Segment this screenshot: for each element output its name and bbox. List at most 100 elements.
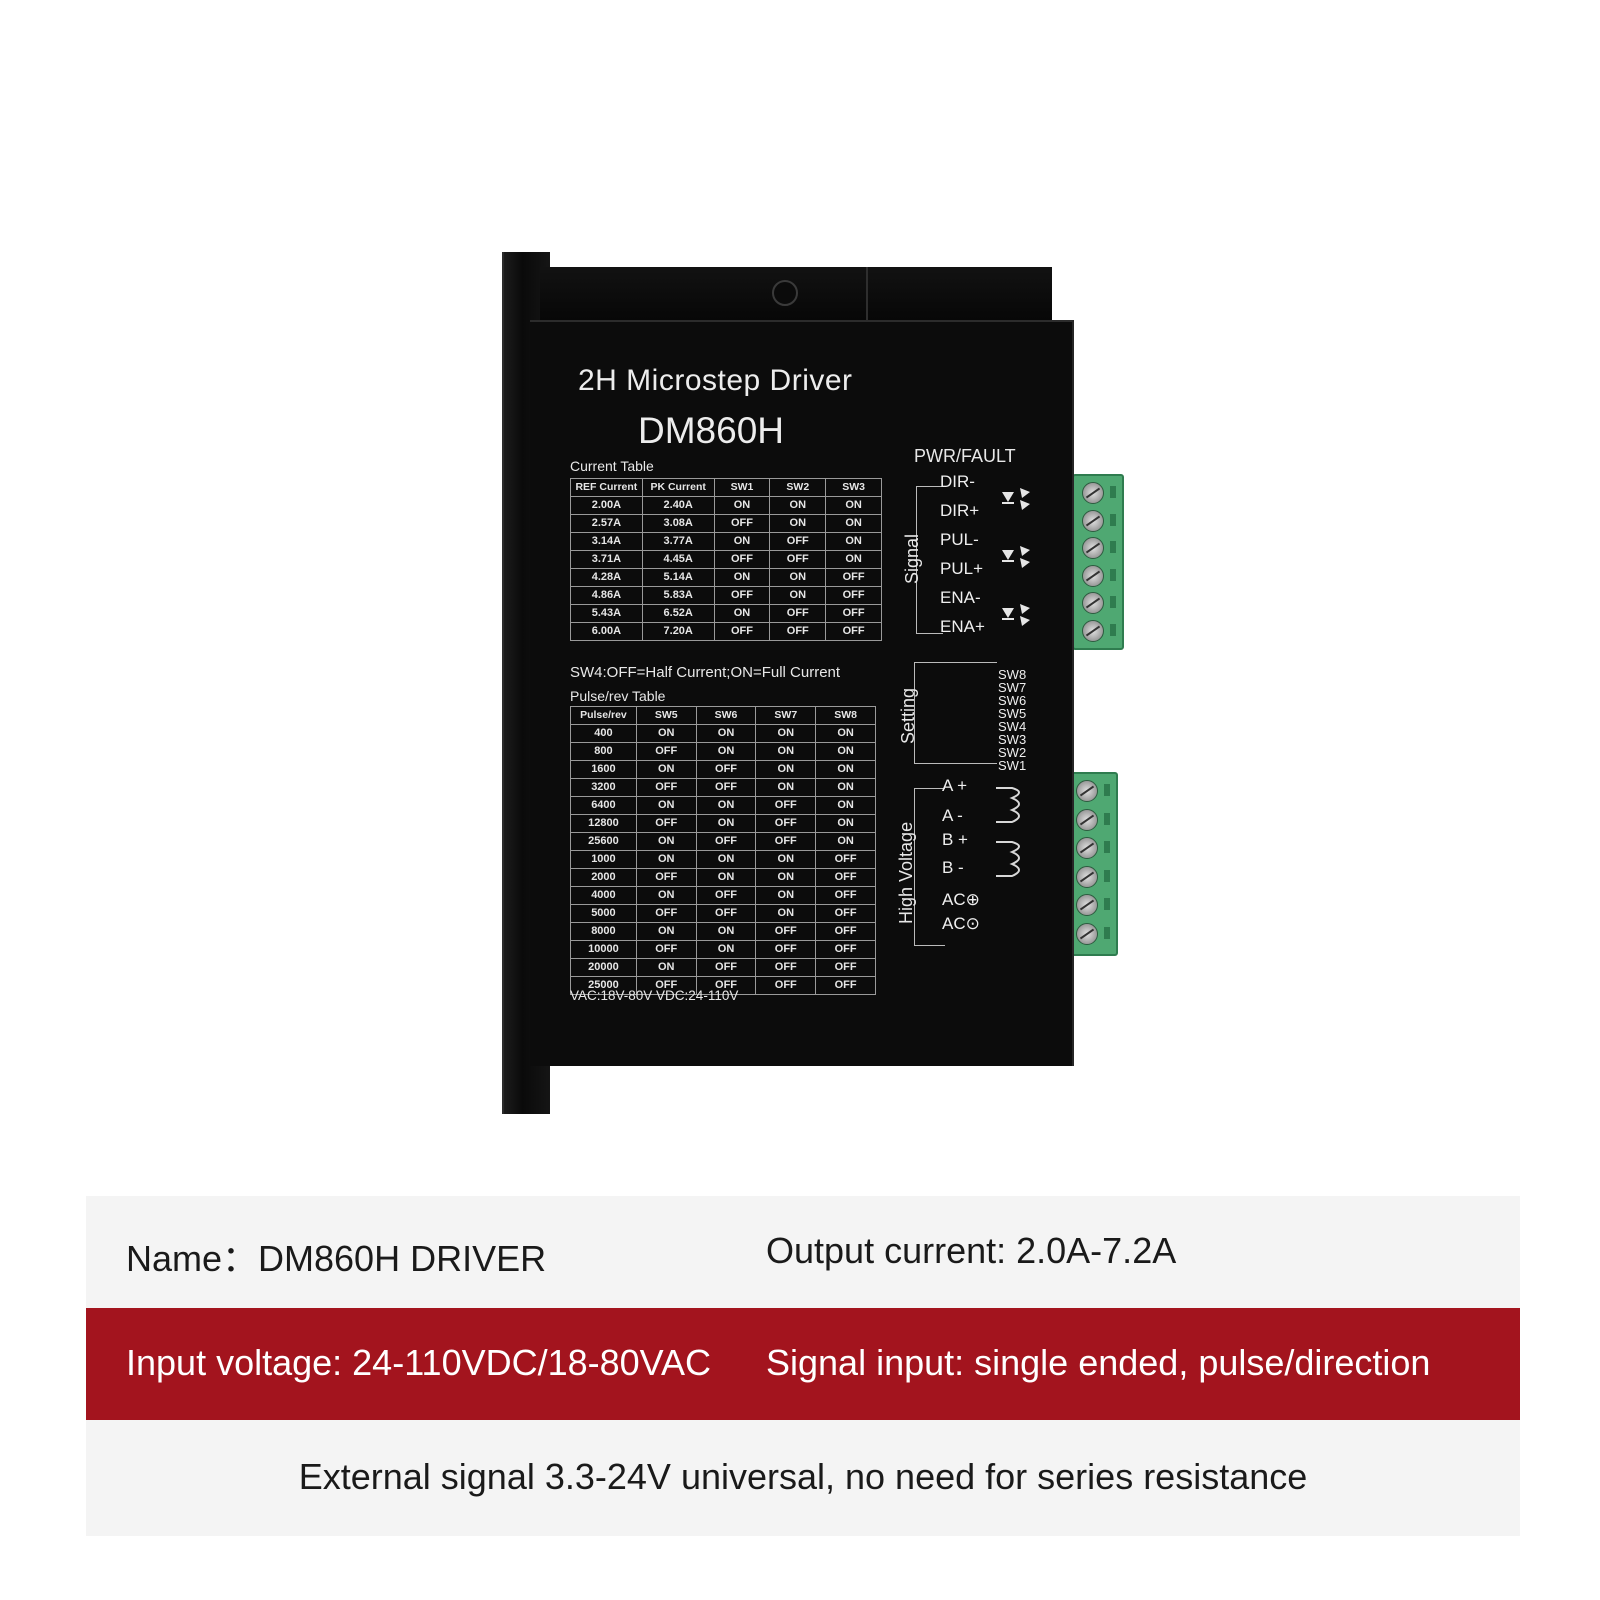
signal-terminal-label: ENA-: [940, 588, 981, 607]
table-cell: 4.86A: [570, 586, 643, 605]
column-header: REF Current: [570, 478, 643, 497]
table-cell: ON: [769, 514, 827, 533]
terminal-notch: [1110, 486, 1116, 498]
table-cell: 25600: [570, 832, 637, 851]
spec-row-2: Input voltage: 24-110VDC/18-80VAC Signal…: [86, 1308, 1520, 1420]
table-cell: 5.43A: [570, 604, 643, 623]
table-cell: ON: [825, 496, 882, 515]
table-cell: ON: [713, 604, 771, 623]
heatsink-slot: [866, 267, 868, 329]
driver-title: 2H Microstep Driver: [578, 364, 853, 397]
terminal-notch: [1110, 596, 1116, 608]
terminal-screw-icon: [1076, 808, 1098, 831]
table-cell: 25000: [570, 976, 637, 995]
table-cell: 6.00A: [570, 622, 643, 641]
terminal-screw-icon: [1082, 482, 1104, 504]
table-cell: 6.52A: [641, 604, 715, 623]
table-cell: 3.77A: [641, 532, 715, 551]
motor-coil-a-icon: [996, 787, 1020, 823]
column-header: SW8: [815, 706, 876, 725]
table-cell: ON: [825, 532, 882, 551]
table-cell: OFF: [815, 958, 876, 977]
ground-screw-icon: [772, 280, 798, 306]
terminal-notch: [1104, 869, 1110, 882]
power-terminal-label: B +: [942, 830, 968, 849]
table-cell: 2000: [570, 868, 637, 887]
table-cell: ON: [695, 850, 757, 869]
table-cell: ON: [695, 724, 757, 743]
table-cell: ON: [755, 778, 817, 797]
table-cell: OFF: [755, 940, 817, 959]
signal-terminal-label: PUL-: [940, 530, 979, 549]
table-cell: OFF: [769, 550, 827, 569]
setting-switch-label: SW4: [998, 719, 1027, 734]
table-cell: 20000: [570, 958, 637, 977]
setting-switch-label: SW6: [998, 693, 1027, 708]
table-cell: OFF: [815, 922, 876, 941]
table-cell: OFF: [695, 778, 757, 797]
table-cell: ON: [755, 742, 817, 761]
setting-switch-label: SW2: [998, 745, 1027, 760]
table-cell: ON: [695, 742, 757, 761]
column-header: PK Current: [641, 478, 715, 497]
setting-switch-label: SW7: [998, 680, 1027, 695]
high-voltage-bracket: [914, 788, 945, 946]
table-cell: OFF: [815, 850, 876, 869]
table-cell: ON: [815, 742, 876, 761]
table-cell: 3.71A: [570, 550, 643, 569]
table-cell: ON: [695, 922, 757, 941]
terminal-notch: [1104, 784, 1110, 796]
spec-row-3: External signal 3.3-24V universal, no ne…: [86, 1420, 1520, 1536]
driver-front-panel: 2H Microstep Driver DM860H Current Table…: [530, 320, 1074, 1066]
table-cell: ON: [713, 568, 771, 587]
terminal-screw-icon: [1076, 865, 1098, 888]
table-cell: OFF: [635, 904, 697, 923]
signal-bracket: [916, 486, 943, 634]
table-cell: 2.57A: [570, 514, 643, 533]
table-cell: OFF: [825, 622, 882, 641]
table-cell: ON: [695, 814, 757, 833]
setting-switch-label: SW5: [998, 706, 1027, 721]
table-cell: OFF: [713, 550, 771, 569]
table-cell: ON: [695, 796, 757, 815]
table-cell: 3.14A: [570, 532, 643, 551]
table-cell: ON: [713, 496, 771, 515]
sw4-note: SW4:OFF=Half Current;ON=Full Current: [570, 664, 841, 681]
table-cell: OFF: [713, 622, 771, 641]
spec-signal-input: Signal input: single ended, pulse/direct…: [766, 1342, 1431, 1383]
table-cell: OFF: [769, 532, 827, 551]
table-cell: OFF: [815, 976, 876, 995]
table-cell: ON: [769, 568, 827, 587]
column-header: SW1: [713, 478, 771, 497]
table-cell: 6400: [570, 796, 637, 815]
table-cell: ON: [825, 550, 882, 569]
optocoupler-icon: [1002, 604, 1030, 626]
table-cell: 800: [570, 742, 637, 761]
table-cell: 4.45A: [641, 550, 715, 569]
table-cell: ON: [825, 514, 882, 533]
table-cell: 4.28A: [570, 568, 643, 587]
terminal-notch: [1104, 841, 1110, 853]
power-terminal-label: B -: [942, 858, 964, 877]
table-cell: ON: [755, 886, 817, 905]
column-header: SW7: [755, 706, 817, 725]
table-cell: ON: [713, 532, 771, 551]
terminal-screw-icon: [1076, 894, 1098, 916]
terminal-notch: [1110, 623, 1116, 636]
table-cell: OFF: [825, 568, 882, 587]
table-cell: 12800: [570, 814, 637, 833]
table-cell: ON: [695, 868, 757, 887]
table-cell: OFF: [695, 886, 757, 905]
